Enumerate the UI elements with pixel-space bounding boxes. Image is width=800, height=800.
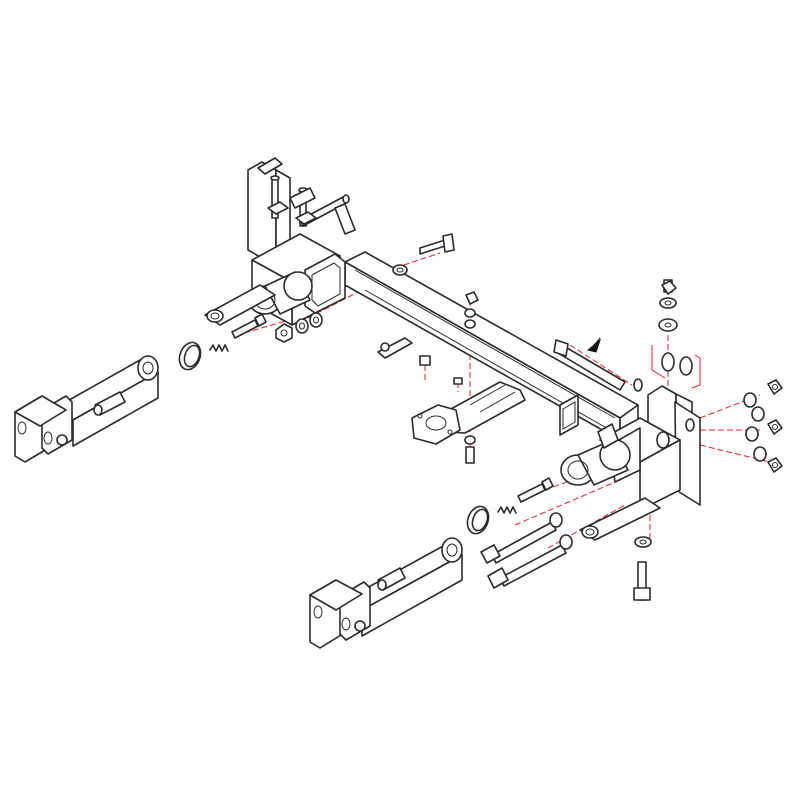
long-bolts-lower (480, 521, 567, 589)
left-receiver-tube (334, 203, 356, 235)
left-tow-arm (14, 355, 159, 463)
hex-nuts (275, 280, 783, 473)
left-bracket-tower (204, 157, 350, 326)
retaining-clips (178, 341, 490, 535)
right-receiver-tube (597, 423, 619, 449)
right-bracket-tower (560, 385, 701, 541)
through-bolt-upper (553, 337, 626, 391)
right-tow-arm (309, 537, 463, 649)
center-mounting-plate (411, 381, 526, 445)
flat-washers (295, 264, 767, 550)
springs (209, 344, 517, 514)
lock-pins (231, 313, 554, 503)
